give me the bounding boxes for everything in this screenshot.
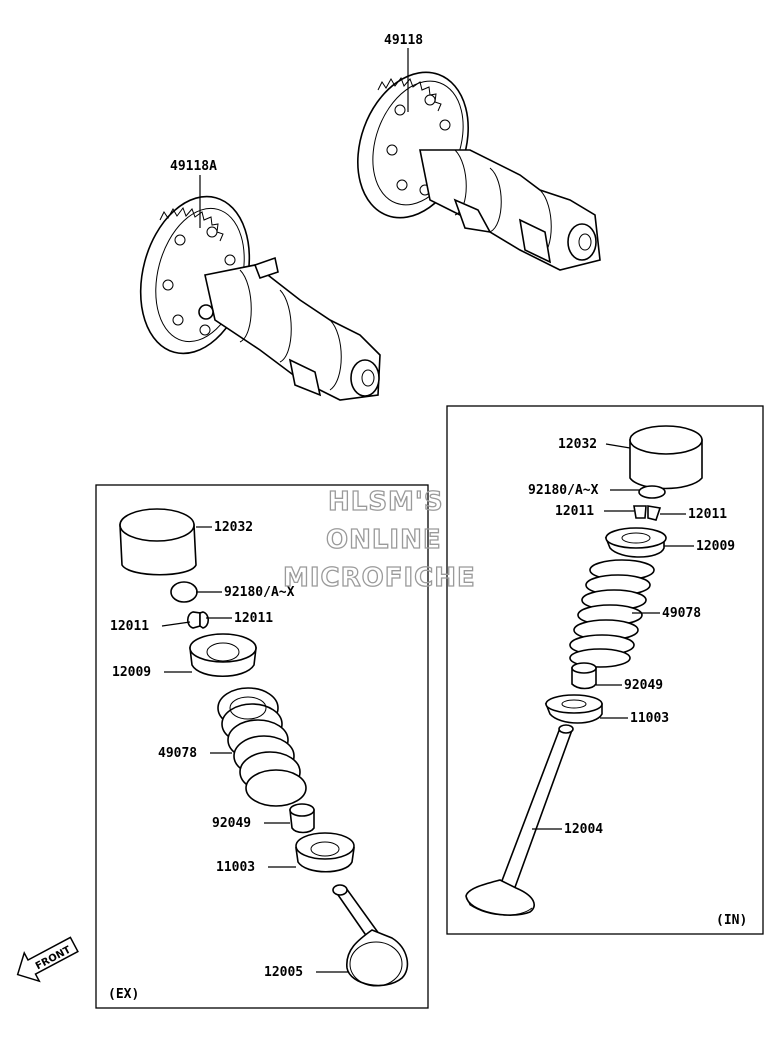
- label-in-stem-seal: 92049: [624, 678, 663, 693]
- exhaust-valve[interactable]: [332, 884, 409, 987]
- intake-tag: (IN): [716, 913, 747, 928]
- intake-cotter[interactable]: [633, 505, 647, 519]
- exhaust-tappet[interactable]: [119, 508, 197, 576]
- intake-stem-seal[interactable]: [571, 662, 597, 690]
- label-exhaust-camshaft: 49118A: [170, 159, 217, 174]
- label-ex-retainer: 12009: [112, 665, 151, 680]
- intake-spring[interactable]: [569, 559, 655, 668]
- watermark-line-3: MICROFICHE: [283, 563, 476, 593]
- label-in-tappet: 12032: [558, 437, 597, 452]
- label-in-valve: 12004: [564, 822, 603, 837]
- watermark-line-1: HLSM'S: [328, 487, 444, 517]
- label-in-cotter-left: 12011: [555, 504, 594, 519]
- label-intake-camshaft: 49118: [384, 33, 423, 48]
- label-in-shim: 92180/A~X: [528, 483, 599, 498]
- intake-tappet[interactable]: [629, 425, 703, 490]
- label-ex-spring: 49078: [158, 746, 197, 761]
- label-ex-stem-seal: 92049: [212, 816, 251, 831]
- intake-cotter-2[interactable]: [647, 505, 662, 521]
- label-ex-spring-seat: 11003: [216, 860, 255, 875]
- label-in-spring: 49078: [662, 606, 701, 621]
- exhaust-cotter[interactable]: [186, 611, 201, 629]
- camshaft-49118A[interactable]: [124, 184, 381, 401]
- label-ex-cotter-left: 12011: [110, 619, 149, 634]
- exhaust-cotter-2[interactable]: [199, 611, 210, 629]
- exhaust-stem-seal[interactable]: [289, 803, 315, 834]
- label-ex-tappet: 12032: [214, 520, 253, 535]
- exhaust-retainer[interactable]: [189, 633, 257, 677]
- exhaust-spring[interactable]: [217, 687, 307, 807]
- camshaft-49118[interactable]: [338, 57, 601, 271]
- intake-retainer[interactable]: [604, 527, 667, 558]
- exhaust-spring-seat[interactable]: [295, 832, 355, 873]
- intake-spring-seat[interactable]: [544, 694, 603, 724]
- label-ex-valve: 12005: [264, 965, 303, 980]
- exhaust-tag: (EX): [108, 987, 139, 1002]
- intake-shim[interactable]: [638, 485, 666, 499]
- watermark-line-2: ONLINE: [326, 525, 442, 555]
- label-in-spring-seat: 11003: [630, 711, 669, 726]
- label-in-cotter-right: 12011: [688, 507, 727, 522]
- exhaust-shim[interactable]: [170, 581, 198, 603]
- label-ex-shim: 92180/A~X: [224, 585, 295, 600]
- label-in-retainer: 12009: [696, 539, 735, 554]
- front-arrow-icon: FRONT: [16, 936, 79, 983]
- exhaust-valve-box: [95, 484, 429, 1009]
- intake-valve-box: [446, 405, 764, 935]
- intake-valve[interactable]: [465, 724, 574, 916]
- label-ex-cotter-right: 12011: [234, 611, 273, 626]
